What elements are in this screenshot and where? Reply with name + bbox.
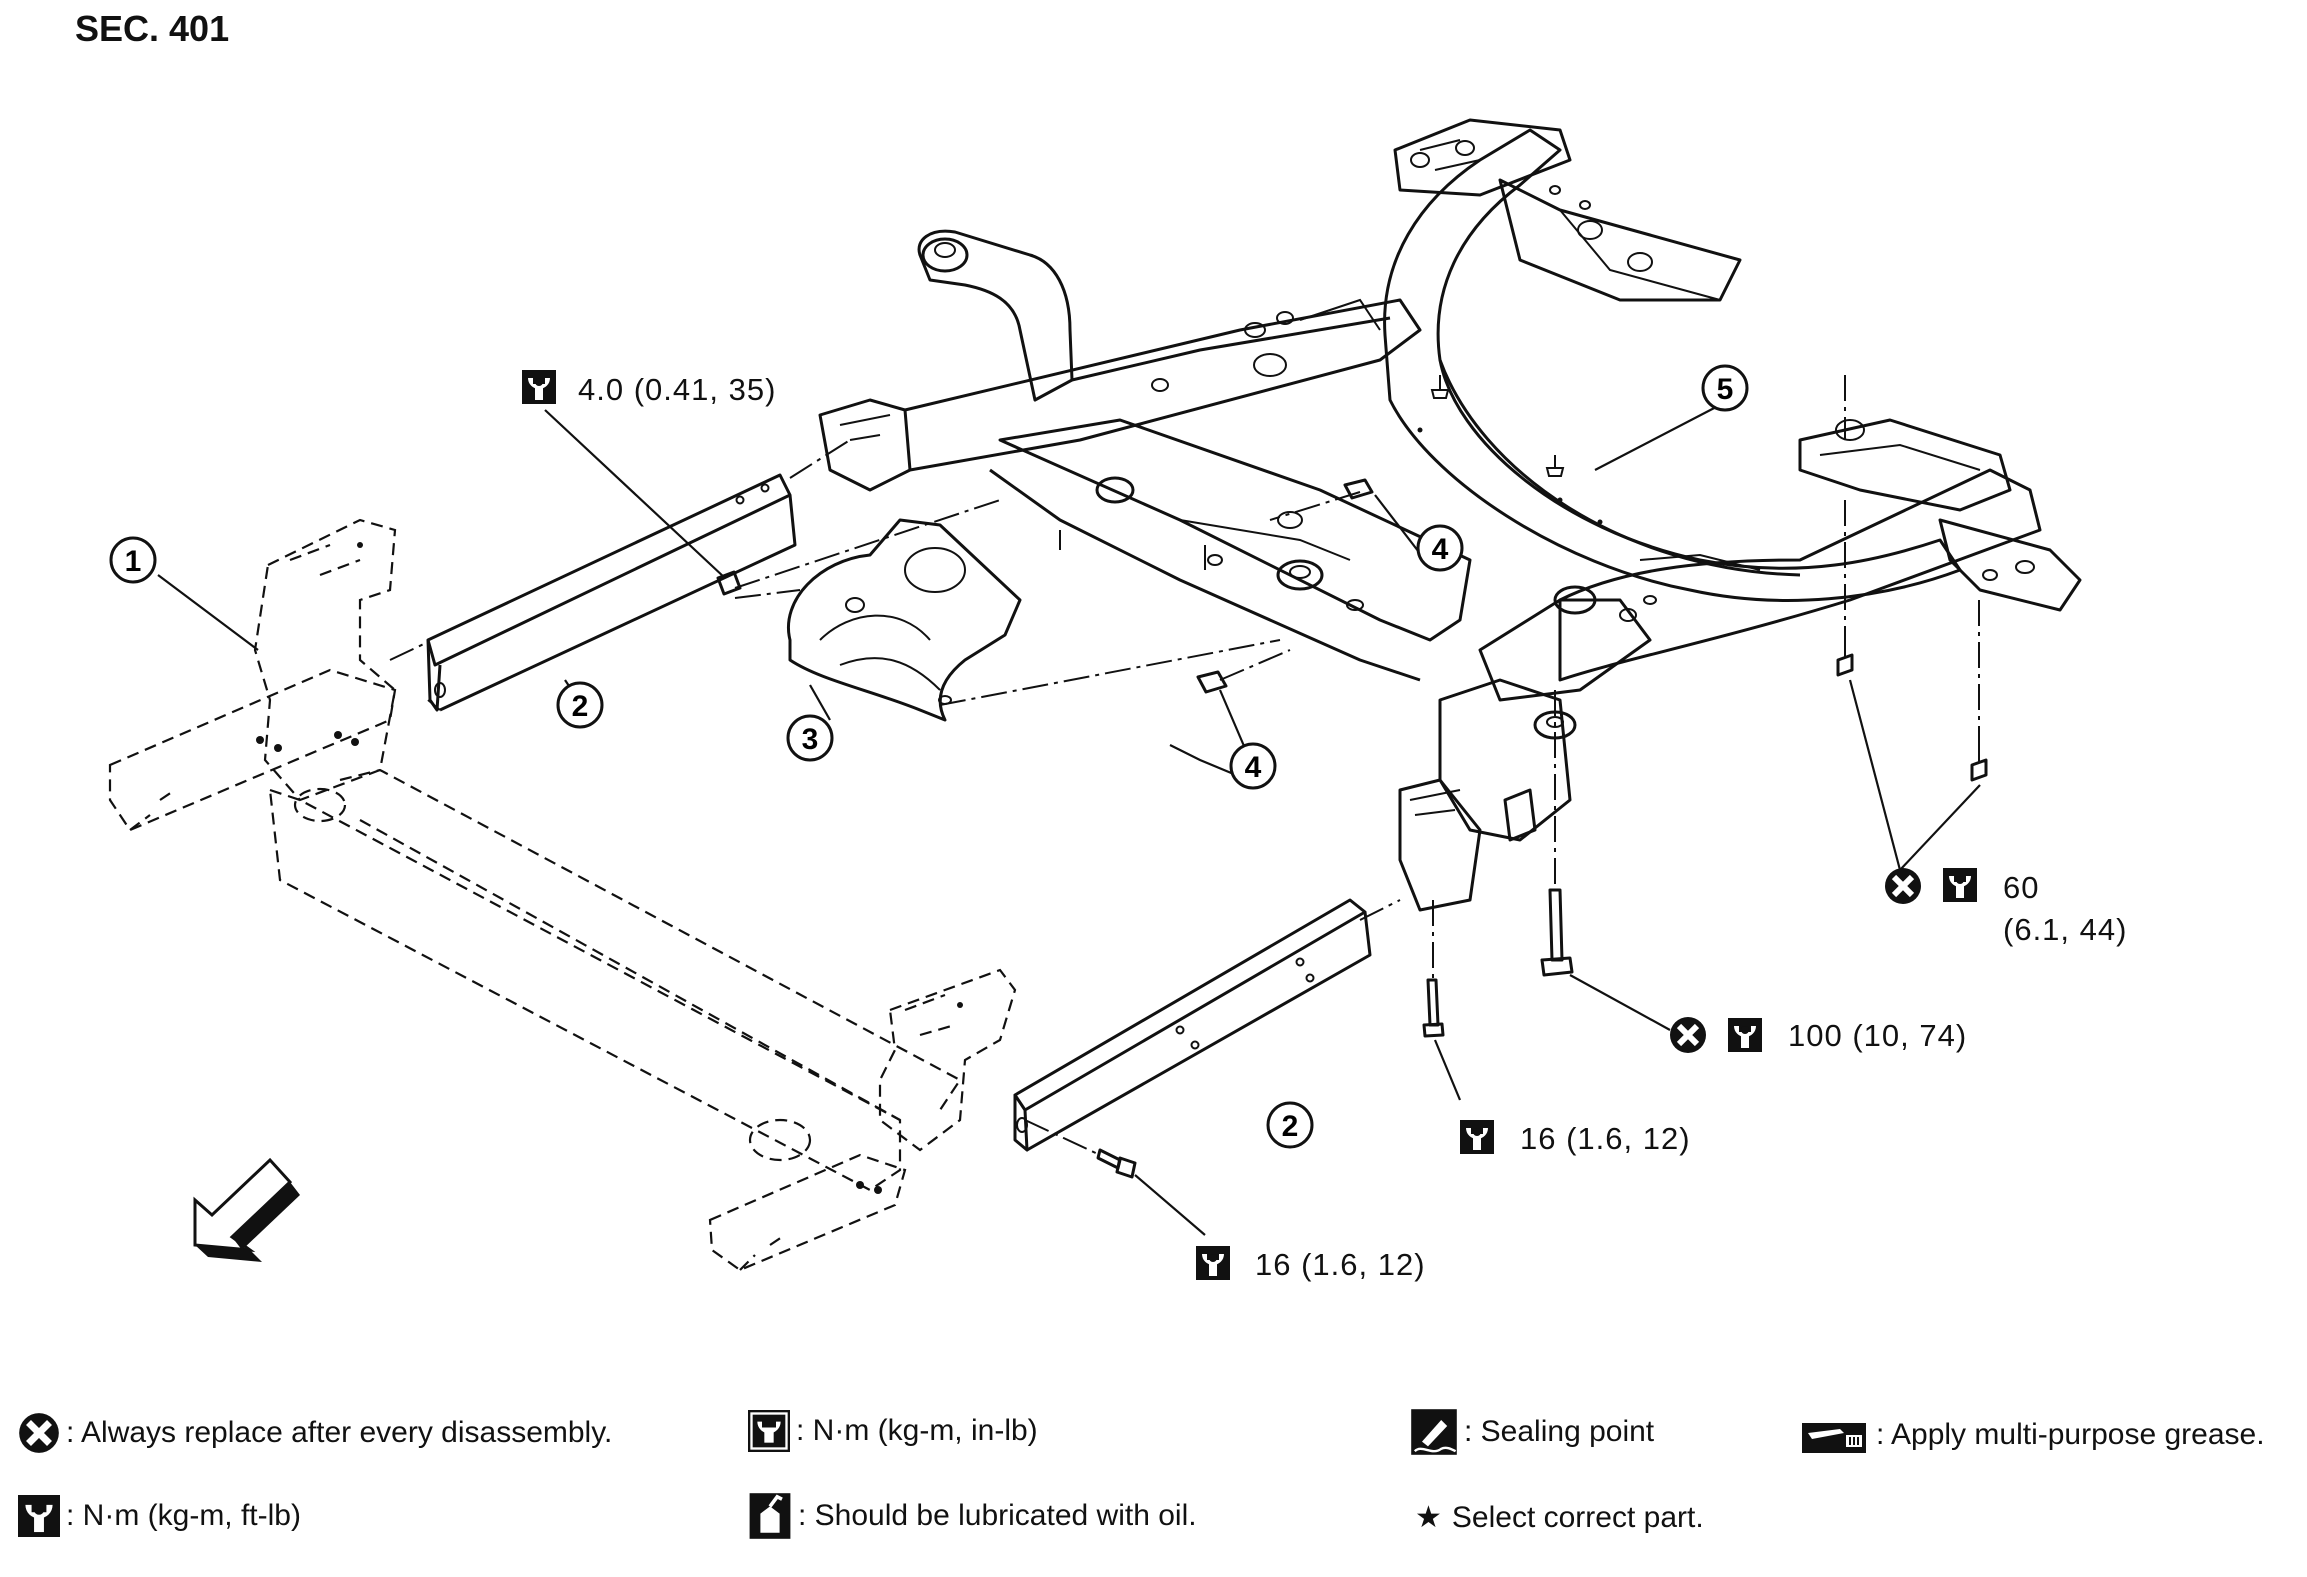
callout-2-upper-label: 2 xyxy=(572,690,589,723)
legend-replace: : Always replace after every disassembly… xyxy=(18,1412,612,1454)
wrench-torque-icon xyxy=(1943,868,1977,902)
callout-2-lower: 2 xyxy=(1266,1101,1314,1149)
bolt-side xyxy=(1096,1148,1137,1179)
section-title: SEC. 401 xyxy=(75,8,230,49)
legend-grease: : Apply multi-purpose grease. xyxy=(1800,1415,2265,1455)
plate-part-upper xyxy=(1343,478,1374,500)
callout-3: 3 xyxy=(786,714,834,762)
callout-4-lower: 4 xyxy=(1229,742,1277,790)
wrench-torque-box-icon xyxy=(748,1410,790,1452)
bolt-mount xyxy=(1540,888,1574,977)
legend-nm-in-lb: : N·m (kg-m, in-lb) xyxy=(748,1410,1038,1452)
callout-3-label: 3 xyxy=(802,723,819,756)
legend-nm-ft-lb-text: : N·m (kg-m, ft-lb) xyxy=(66,1499,301,1532)
callout-2-upper: 2 xyxy=(556,681,604,729)
wrench-torque-icon xyxy=(1460,1120,1494,1154)
legend-select-part: ★ Select correct part. xyxy=(1415,1500,1704,1535)
legend-sealing: : Sealing point xyxy=(1410,1408,1654,1456)
legend-nm-in-lb-text: : N·m (kg-m, in-lb) xyxy=(796,1414,1038,1447)
cross-circle-icon xyxy=(1670,1017,1706,1053)
torque-side-bolt: 16 (1.6, 12) xyxy=(1255,1247,1426,1282)
grease-gun-icon xyxy=(1802,1423,1866,1453)
legend-nm-ft-lb: : N·m (kg-m, ft-lb) xyxy=(18,1495,301,1537)
wrench-torque-box-icon xyxy=(522,370,556,404)
callout-4-lower-label: 4 xyxy=(1245,751,1262,784)
torque-mount-bolt: 100 (10, 74) xyxy=(1788,1018,1968,1053)
cross-circle-icon xyxy=(19,1413,59,1453)
callout-4-upper: 4 xyxy=(1416,524,1464,572)
torque-rear-bolt-detail: (6.1, 44) xyxy=(2003,912,2128,947)
star-icon: ★ xyxy=(1415,1500,1442,1535)
bolt-bracket xyxy=(716,570,742,596)
legend-replace-text: : Always replace after every disassembly… xyxy=(66,1416,613,1449)
vehicle-body-frame xyxy=(108,518,1017,1272)
oil-can-icon xyxy=(749,1493,791,1539)
callout-5-label: 5 xyxy=(1717,373,1734,406)
installation-lines xyxy=(389,375,1980,1156)
torque-rear-bolt-value: 60 xyxy=(2003,870,2040,905)
torque-bracket-bolt: 4.0 (0.41, 35) xyxy=(578,372,777,407)
leader-lines xyxy=(157,404,1981,1236)
wrench-torque-icon xyxy=(1728,1018,1762,1052)
suspension-member xyxy=(818,118,2082,912)
callout-4-upper-label: 4 xyxy=(1432,533,1449,566)
sealing-point-icon xyxy=(1411,1409,1457,1455)
callout-1: 1 xyxy=(109,536,157,584)
callout-1-label: 1 xyxy=(125,545,142,578)
callout-5: 5 xyxy=(1701,364,1749,412)
bracket-part xyxy=(787,518,1022,722)
front-direction-arrow-icon xyxy=(193,1157,300,1262)
bolt-rear-right-1 xyxy=(1836,640,1854,677)
callout-2-lower-label: 2 xyxy=(1282,1110,1299,1143)
bolt-front xyxy=(1422,978,1445,1038)
extension-lower xyxy=(1013,898,1372,1152)
plate-part-lower xyxy=(1196,670,1228,694)
torque-front-bolt: 16 (1.6, 12) xyxy=(1520,1121,1691,1156)
legend-sealing-text: : Sealing point xyxy=(1464,1415,1655,1448)
legend-select-part-text: Select correct part. xyxy=(1451,1500,1704,1534)
extension-upper xyxy=(426,473,797,712)
wrench-torque-icon xyxy=(1196,1246,1230,1280)
legend-lube-oil: : Should be lubricated with oil. xyxy=(748,1492,1197,1540)
wrench-torque-icon xyxy=(18,1495,60,1537)
bolt-rear-right-2 xyxy=(1970,745,1988,782)
legend-grease-text: : Apply multi-purpose grease. xyxy=(1876,1418,2265,1451)
legend-lube-oil-text: : Should be lubricated with oil. xyxy=(798,1499,1197,1532)
cross-circle-icon xyxy=(1885,868,1921,904)
